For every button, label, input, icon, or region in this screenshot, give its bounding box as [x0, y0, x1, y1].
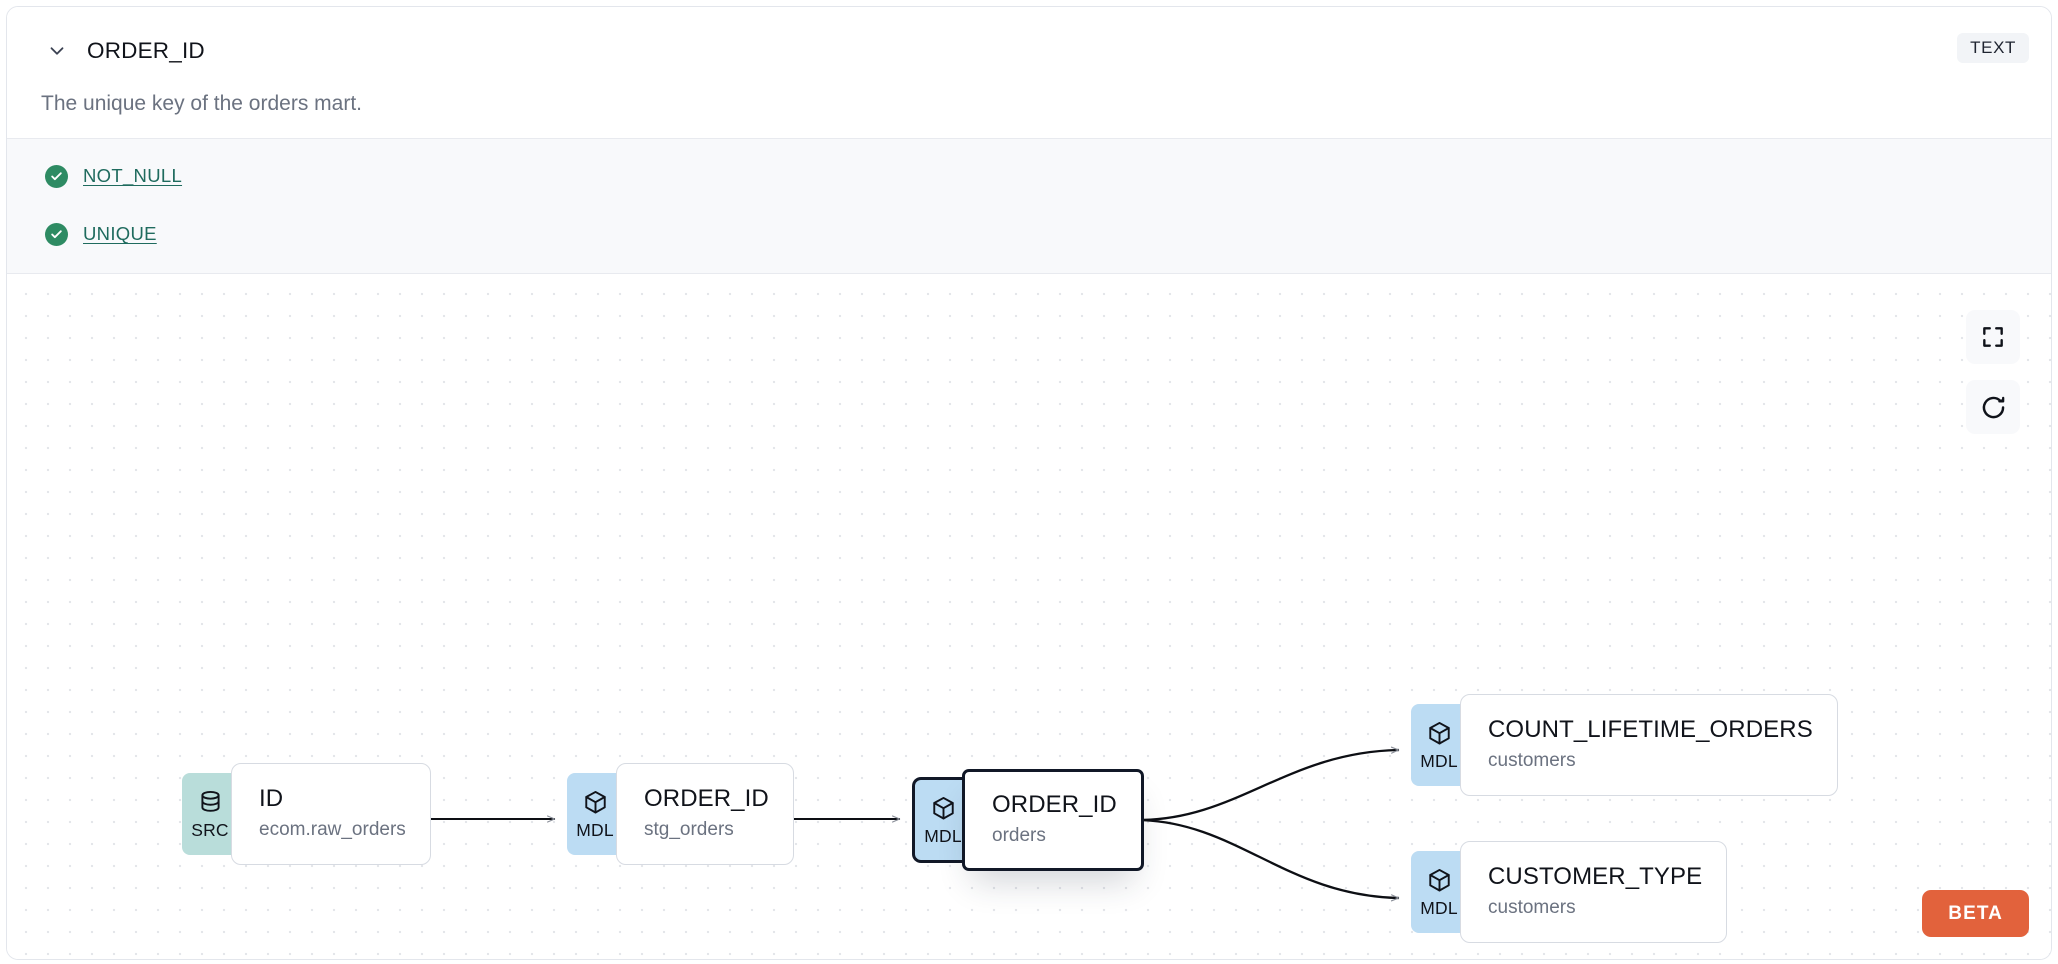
- cube-icon: [1426, 720, 1453, 752]
- node-card[interactable]: CUSTOMER_TYPE customers: [1460, 841, 1728, 943]
- cube-icon: [1426, 867, 1453, 899]
- node-name: CUSTOMER_TYPE: [1488, 863, 1703, 891]
- edge-ord-clo: [1138, 746, 1400, 822]
- test-row[interactable]: NOT_NULL: [45, 163, 182, 189]
- test-link[interactable]: NOT_NULL: [83, 165, 183, 186]
- node-card[interactable]: ORDER_ID stg_orders: [616, 763, 794, 865]
- test-link[interactable]: UNIQUE: [83, 223, 157, 244]
- node-name: ORDER_ID: [644, 785, 769, 813]
- lineage-node-src[interactable]: SRC ID ecom.raw_orders: [182, 763, 431, 865]
- node-name: ORDER_ID: [992, 791, 1117, 819]
- lineage-canvas[interactable]: SRC ID ecom.raw_orders: [7, 274, 2051, 959]
- node-card[interactable]: ORDER_ID orders: [962, 769, 1144, 871]
- lineage-node-count-lifetime-orders[interactable]: MDL COUNT_LIFETIME_ORDERS customers: [1411, 694, 1838, 796]
- node-badge: MDL: [1411, 704, 1469, 786]
- lineage-node-orders-selected[interactable]: MDL ORDER_ID orders: [912, 769, 1144, 871]
- node-subtitle: stg_orders: [644, 819, 734, 841]
- node-badge-label: SRC: [191, 819, 229, 840]
- column-description: The unique key of the orders mart.: [41, 92, 362, 115]
- node-badge: MDL: [567, 773, 625, 855]
- node-badge: MDL: [1411, 851, 1469, 933]
- database-icon: [197, 789, 224, 821]
- beta-badge[interactable]: BETA: [1922, 890, 2029, 937]
- lineage-node-stg[interactable]: MDL ORDER_ID stg_orders: [567, 763, 794, 865]
- node-card[interactable]: ID ecom.raw_orders: [231, 763, 431, 865]
- cube-icon: [582, 789, 609, 821]
- node-badge-label: MDL: [1420, 897, 1458, 918]
- page-title: ORDER_ID: [87, 38, 205, 63]
- node-subtitle: customers: [1488, 750, 1576, 772]
- node-subtitle: orders: [992, 825, 1046, 847]
- node-name: COUNT_LIFETIME_ORDERS: [1488, 716, 1813, 744]
- test-row[interactable]: UNIQUE: [45, 221, 157, 247]
- canvas-controls: [1966, 310, 2020, 434]
- column-type-badge: TEXT: [1957, 33, 2029, 63]
- node-subtitle: ecom.raw_orders: [259, 819, 406, 841]
- node-name: ID: [259, 785, 284, 813]
- lineage-node-customer-type[interactable]: MDL CUSTOMER_TYPE customers: [1411, 841, 1728, 943]
- detail-panel: ORDER_ID TEXT The unique key of the orde…: [6, 6, 2052, 960]
- node-badge: SRC: [182, 773, 240, 855]
- title-row: ORDER_ID: [7, 33, 205, 69]
- node-badge-label: MDL: [1420, 750, 1458, 771]
- node-card[interactable]: COUNT_LIFETIME_ORDERS customers: [1460, 694, 1838, 796]
- node-subtitle: customers: [1488, 897, 1576, 919]
- check-circle-icon: [45, 164, 68, 188]
- edge-ord-ctype: [1138, 818, 1400, 902]
- refresh-icon[interactable]: [1966, 380, 2020, 434]
- cube-icon: [930, 795, 957, 827]
- panel-header: ORDER_ID TEXT The unique key of the orde…: [7, 7, 2051, 138]
- check-circle-icon: [45, 222, 68, 246]
- node-badge-label: MDL: [576, 819, 614, 840]
- fullscreen-icon[interactable]: [1966, 310, 2020, 364]
- node-badge-label: MDL: [924, 825, 962, 846]
- tests-section: NOT_NULL UNIQUE: [7, 138, 2051, 274]
- chevron-down-icon[interactable]: [35, 33, 79, 69]
